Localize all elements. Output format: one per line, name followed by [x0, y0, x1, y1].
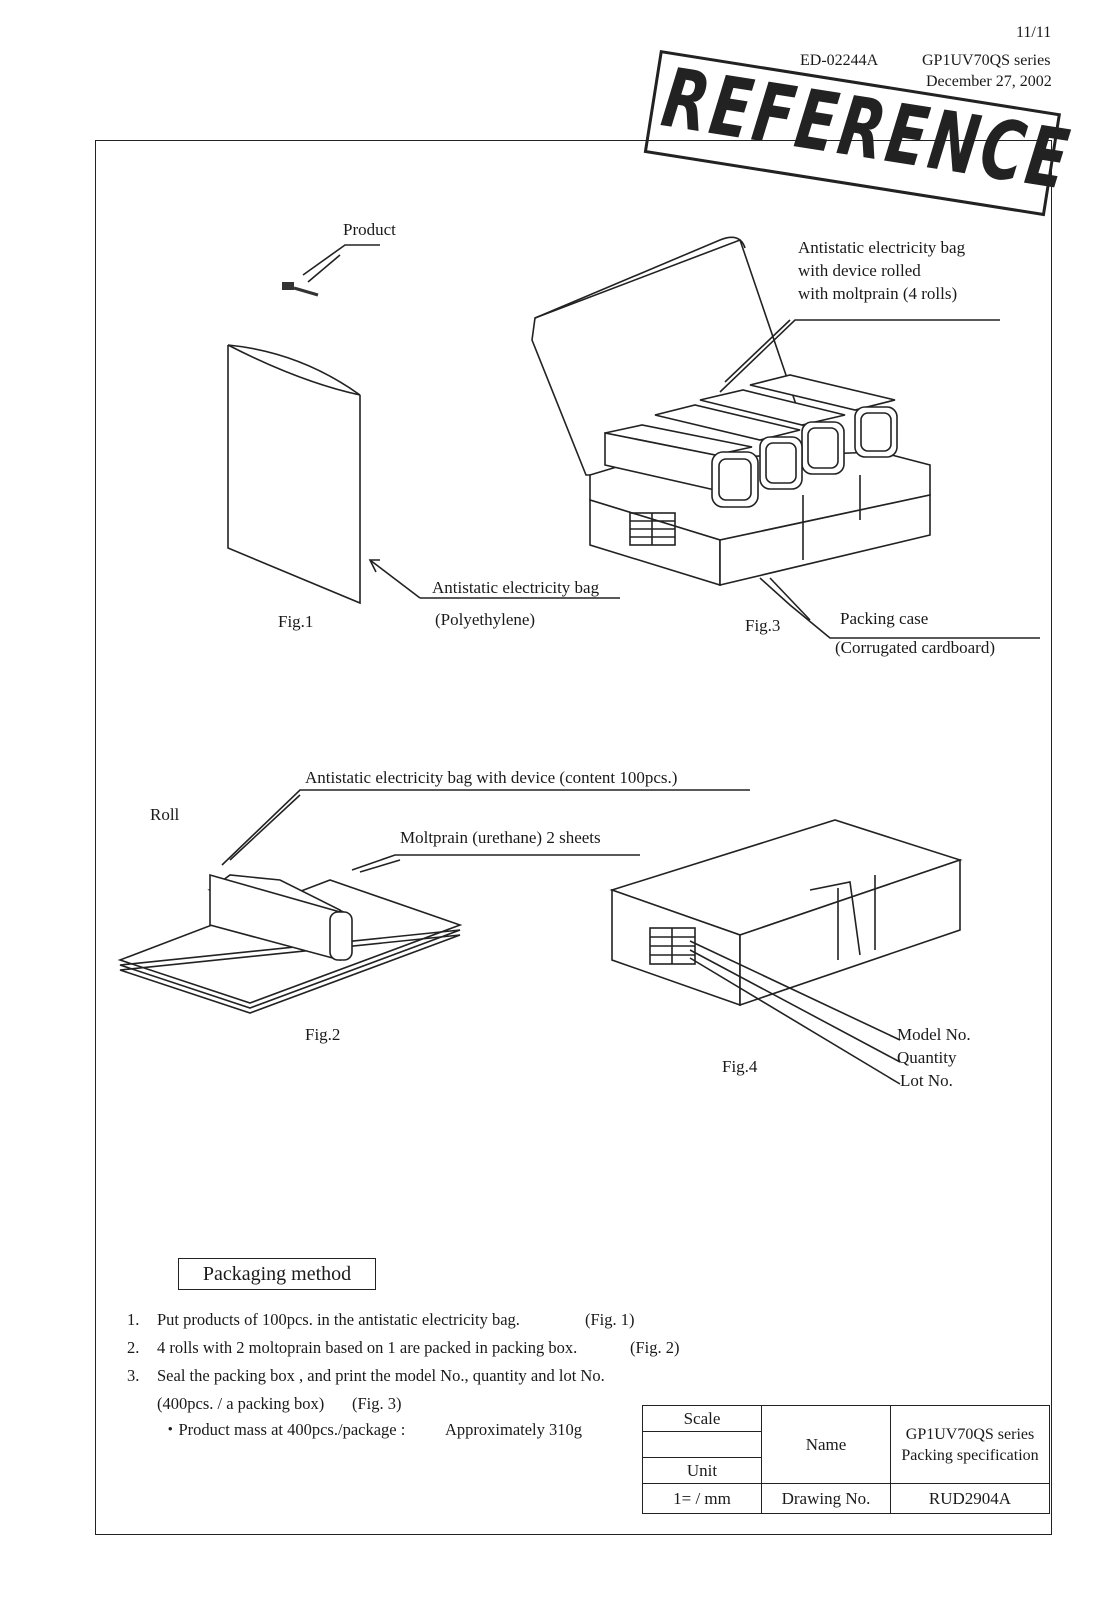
- fig2-caption: Fig.2: [305, 1025, 341, 1044]
- fig1-caption: Fig.1: [278, 612, 314, 631]
- document-number: ED-02244A: [800, 52, 879, 69]
- step-3-text: Seal the packing box , and print the mod…: [157, 1366, 605, 1385]
- page-number: 11/11: [1016, 24, 1052, 41]
- fig4-caption: Fig.4: [722, 1057, 758, 1076]
- name-value-line1: GP1UV70QS series: [905, 1425, 1035, 1443]
- label-antistatic-bag: Antistatic electricity bag: [432, 578, 600, 597]
- step-2-number: 2.: [127, 1338, 140, 1357]
- label-moltprain: Moltprain (urethane) 2 sheets: [400, 828, 601, 847]
- step-1-text: Put products of 100pcs. in the antistati…: [157, 1310, 520, 1329]
- step-3-fig: (Fig. 3): [352, 1394, 402, 1413]
- name-label: Name: [761, 1405, 891, 1484]
- product-mass-value: Approximately 310g: [445, 1420, 583, 1439]
- drawing-no-value: RUD2904A: [890, 1483, 1050, 1514]
- drawing-frame: [95, 140, 1052, 1535]
- label-polyethylene: (Polyethylene): [435, 610, 536, 629]
- step-2-text: 4 rolls with 2 moltoprain based on 1 are…: [157, 1338, 578, 1357]
- drawing-no-label: Drawing No.: [761, 1483, 891, 1514]
- step-3-line2: (400pcs. / a packing box): [157, 1394, 325, 1413]
- label-model-no: Model No.: [897, 1025, 971, 1044]
- label-quantity: Quantity: [897, 1048, 957, 1067]
- unit-value: 1= / mm: [642, 1483, 762, 1514]
- fig3-case-illustration: [531, 236, 1040, 639]
- product-illustration: [282, 244, 380, 297]
- step-1-fig: (Fig. 1): [585, 1310, 635, 1329]
- name-value-line2: Packing specification: [901, 1446, 1039, 1464]
- unit-label: Unit: [642, 1457, 762, 1484]
- scale-label: Scale: [642, 1405, 762, 1432]
- document-date: December 27, 2002: [926, 73, 1052, 90]
- label-lot-no: Lot No.: [900, 1071, 953, 1090]
- step-2-fig: (Fig. 2): [630, 1338, 680, 1357]
- label-bag-rolled-3: with moltprain (4 rolls): [798, 284, 958, 303]
- product-series: GP1UV70QS series: [922, 52, 1051, 69]
- label-product: Product: [343, 220, 396, 239]
- scale-value: [642, 1431, 762, 1458]
- label-bag-rolled-2: with device rolled: [798, 261, 921, 280]
- step-3-number: 3.: [127, 1366, 140, 1385]
- fig2-roll-illustration: [117, 789, 750, 1014]
- title-block: Scale Name GP1UV70QS series Packing spec…: [642, 1405, 1050, 1514]
- label-roll: Roll: [150, 805, 180, 824]
- step-1-number: 1.: [127, 1310, 140, 1329]
- packaging-method-title: Packaging method: [178, 1258, 376, 1290]
- fig1-bag-illustration: [227, 344, 620, 605]
- label-bag-with-device: Antistatic electricity bag with device (…: [305, 768, 678, 787]
- label-corrugated: (Corrugated cardboard): [835, 638, 996, 657]
- label-bag-rolled-1: Antistatic electricity bag: [798, 238, 966, 257]
- name-value: GP1UV70QS series Packing specification: [890, 1405, 1050, 1484]
- label-packing-case: Packing case: [840, 609, 929, 628]
- fig4-box-illustration: [609, 819, 963, 1085]
- fig3-caption: Fig.3: [745, 616, 781, 635]
- product-mass-label: ・Product mass at 400pcs./package :: [162, 1420, 406, 1439]
